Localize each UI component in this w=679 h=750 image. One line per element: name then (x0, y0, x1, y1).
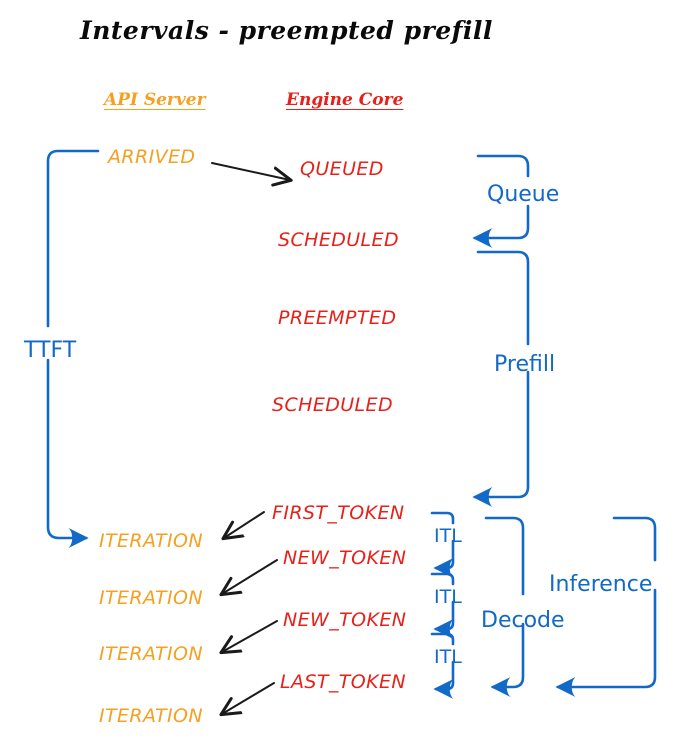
interval-label-ttft: TTFT (24, 338, 77, 363)
interval-label-decode: Decode (481, 608, 565, 633)
page-title: Intervals - preempted prefill (80, 16, 493, 45)
interval-label-itl-2: ITL (434, 586, 462, 608)
arrow-arrived-to-queued (211, 162, 290, 180)
arrow-new-token-to-iteration-2 (222, 620, 278, 652)
column-header-engine-core: Engine Core (286, 90, 404, 110)
event-arrived: ARRIVED (108, 146, 196, 168)
event-iteration-4: ITERATION (99, 705, 204, 727)
event-scheduled-2: SCHEDULED (272, 394, 393, 416)
event-scheduled-1: SCHEDULED (278, 229, 399, 251)
arrow-first-token-to-iteration (224, 511, 265, 538)
event-new-token-1: NEW_TOKEN (283, 547, 407, 569)
event-preempted: PREEMPTED (278, 307, 397, 329)
event-iteration-3: ITERATION (99, 643, 204, 665)
event-new-token-2: NEW_TOKEN (283, 609, 407, 631)
interval-label-itl-1: ITL (434, 525, 462, 547)
interval-label-queue: Queue (487, 182, 560, 207)
interval-label-prefill: Prefill (494, 352, 556, 377)
event-first-token: FIRST_TOKEN (272, 502, 405, 524)
interval-bracket-inference (555, 516, 657, 698)
arrow-new-token-to-iteration-1 (222, 559, 278, 594)
event-iteration-1: ITERATION (99, 530, 204, 552)
interval-label-itl-3: ITL (434, 646, 462, 668)
event-queued: QUEUED (300, 158, 384, 180)
event-last-token: LAST_TOKEN (280, 671, 406, 693)
column-header-api-server: API Server (104, 90, 206, 110)
interval-label-inference: Inference (549, 572, 653, 597)
interval-bracket-decode (484, 516, 525, 698)
arrow-last-token-to-iteration (222, 682, 275, 714)
event-iteration-2: ITERATION (99, 587, 204, 609)
